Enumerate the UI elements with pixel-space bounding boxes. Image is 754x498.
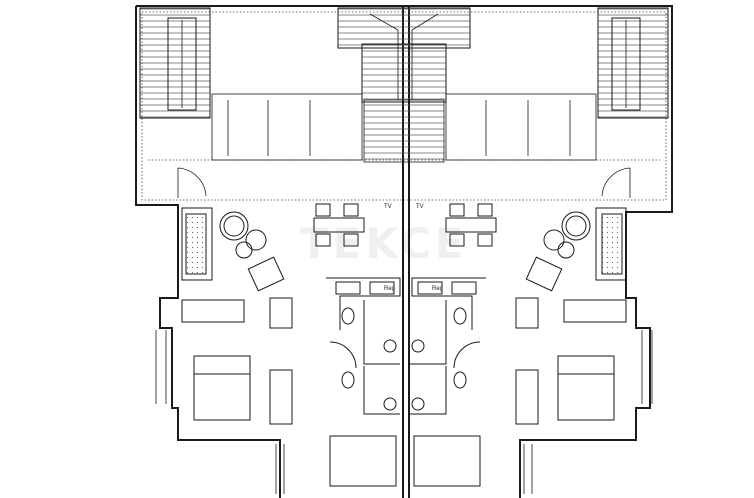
stair-right-outer: [597, 7, 669, 119]
kitchen-right: [411, 277, 486, 330]
terrace-doors: [177, 167, 631, 198]
stair-left-outer: [139, 7, 211, 119]
living-right: [525, 207, 627, 292]
terrace-railings: [211, 93, 597, 161]
kitchen-left: [326, 277, 401, 330]
bedrooms-lower: [329, 435, 481, 487]
living-left: [181, 207, 285, 292]
dining-right: [445, 203, 497, 247]
watermark-layer: TEKCE: [300, 219, 468, 268]
dining-left: [313, 203, 365, 247]
stair-center: [337, 7, 471, 163]
fridge-label-left: Reg: [384, 286, 395, 292]
watermark: TEKCE: [300, 219, 468, 268]
fridge-label-right: Reg: [432, 286, 443, 292]
windows: [155, 330, 653, 494]
tv-label-left: TV: [384, 204, 392, 210]
bedroom-right: [515, 297, 627, 425]
bedroom-left: [181, 297, 293, 425]
bathrooms: [329, 300, 481, 415]
tv-label-right: TV: [416, 204, 424, 210]
